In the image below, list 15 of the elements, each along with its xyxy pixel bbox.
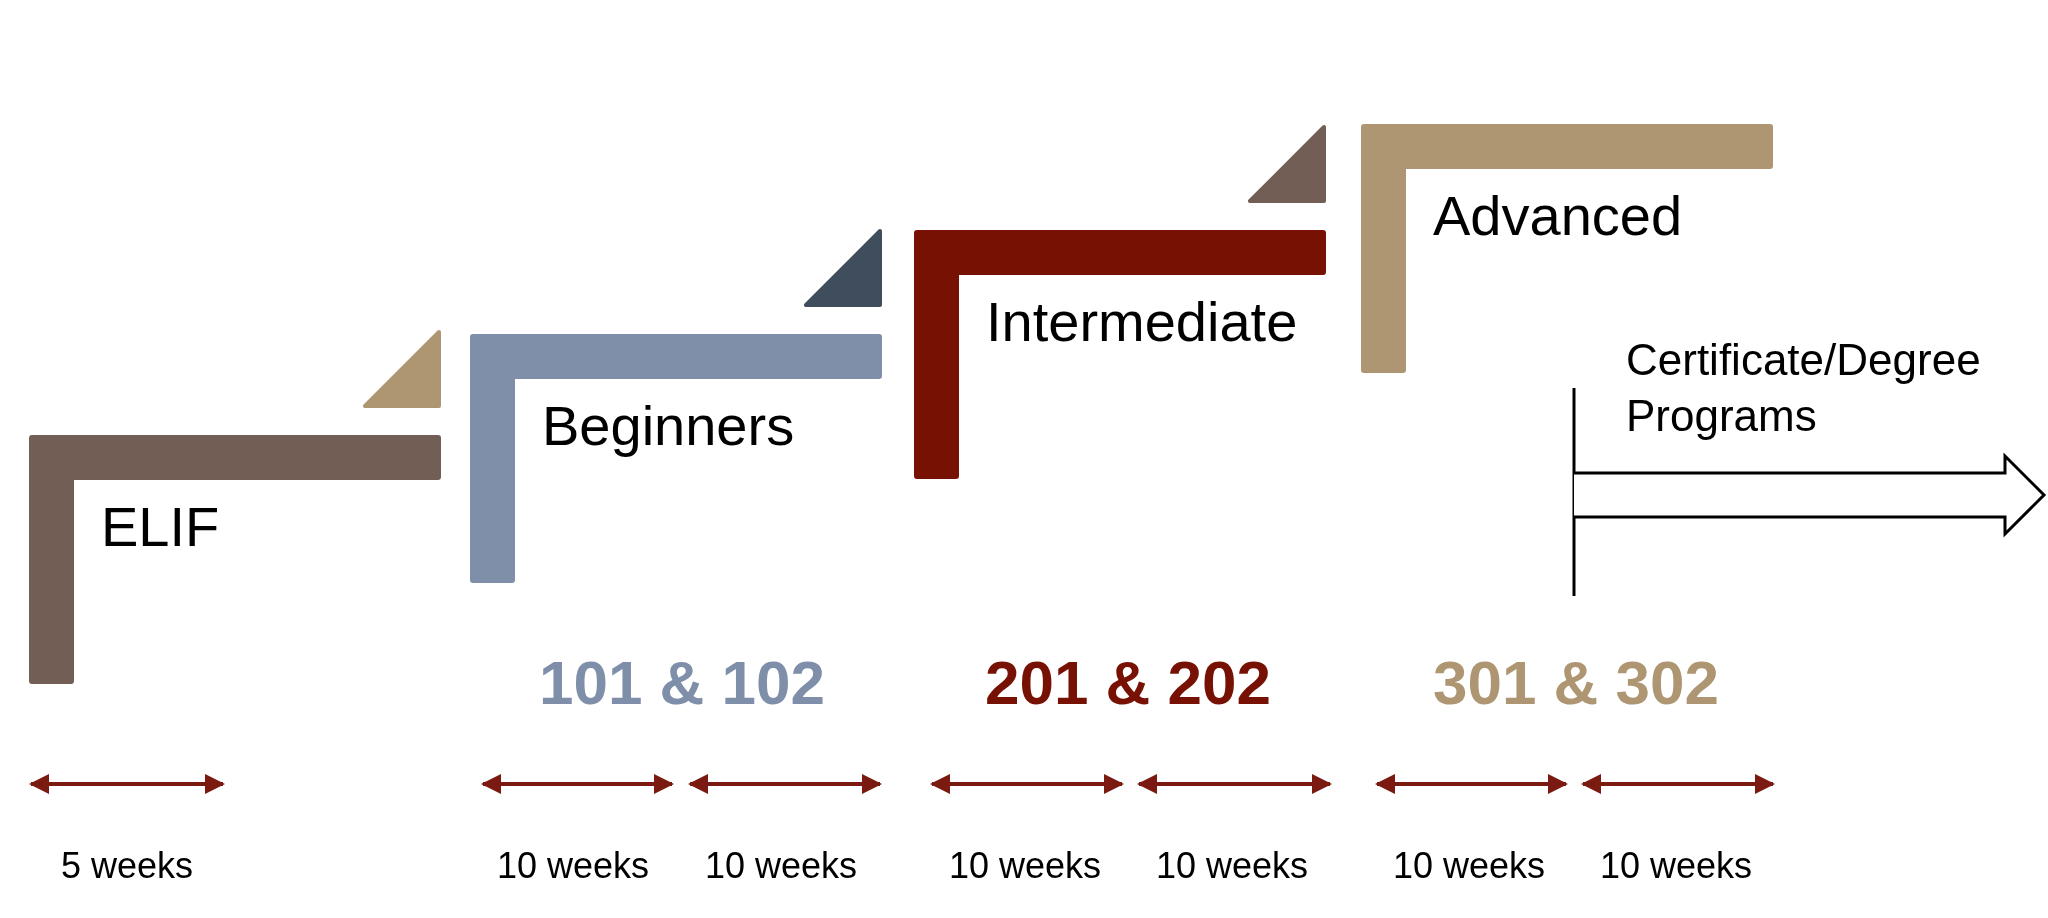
course-numbers: 201 & 202 [984, 647, 1272, 719]
duration-label: 10 weeks [948, 844, 1102, 888]
duration-label: 10 weeks [1392, 844, 1546, 888]
duration-label: 10 weeks [1599, 844, 1753, 888]
level-name: Beginners [542, 393, 795, 459]
course-numbers: 101 & 102 [538, 647, 826, 719]
duration-label: 10 weeks [1155, 844, 1309, 888]
duration-label: 10 weeks [496, 844, 650, 888]
level-name: Intermediate [986, 289, 1298, 355]
level-name: Advanced [1433, 183, 1683, 249]
duration-label: 10 weeks [704, 844, 858, 888]
level-name: ELIF [101, 494, 220, 560]
outcome-label: Certificate/Degree Programs [1626, 334, 1982, 442]
course-numbers: 301 & 302 [1432, 647, 1720, 719]
duration-label: 5 weeks [60, 844, 194, 888]
